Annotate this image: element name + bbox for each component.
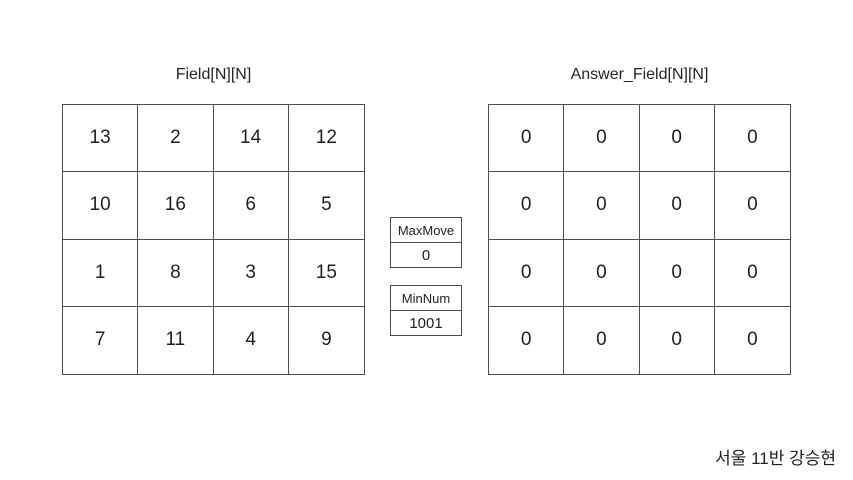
answer-cell-0-2: 0 — [639, 105, 715, 173]
field-cell-3-2: 4 — [214, 306, 289, 374]
field-cell-0-1: 2 — [138, 105, 214, 173]
field-cell-0-3: 12 — [288, 105, 364, 173]
answer-cell-2-2: 0 — [639, 239, 715, 307]
field-cell-2-0: 1 — [63, 239, 139, 307]
answer-cell-2-3: 0 — [714, 240, 790, 307]
answer-cell-0-1: 0 — [564, 105, 640, 173]
maxmove-label: MaxMove — [391, 218, 461, 243]
field-cell-2-1: 8 — [138, 239, 214, 307]
minnum-value: 1001 — [409, 314, 443, 332]
author-signature: 서울 11반 강승현 — [715, 449, 836, 468]
answer-cell-1-2: 0 — [639, 172, 715, 240]
answer-cell-2-1: 0 — [564, 239, 640, 307]
minnum-label: MinNum — [391, 286, 461, 311]
answer-cell-1-1: 0 — [564, 172, 640, 240]
field-cell-3-3: 9 — [321, 329, 332, 351]
answer-cell-1-3: 0 — [714, 172, 790, 240]
answer-grid-title: Answer_Field[N][N] — [570, 66, 709, 83]
answer-cell-2-0: 0 — [489, 239, 565, 307]
field-cell-1-2: 6 — [213, 172, 289, 240]
field-cell-2-3: 15 — [288, 240, 364, 307]
minnum-variable-box: MinNum 1001 — [390, 285, 462, 336]
field-cell-2-2: 3 — [213, 239, 289, 307]
maxmove-variable-box: MaxMove 0 — [390, 217, 462, 268]
field-cell-0-2: 14 — [213, 105, 289, 173]
answer-cell-1-0: 0 — [489, 172, 565, 240]
field-grid-title: Field[N][N] — [175, 66, 252, 83]
field-cell-1-1: 16 — [138, 172, 214, 240]
field-cell-0-0: 13 — [63, 105, 139, 173]
answer-cell-0-3: 0 — [714, 105, 790, 173]
answer-cell-3-0: 0 — [489, 306, 565, 374]
answer-grid: 0 0 0 0 0 0 0 0 0 0 0 0 0 0 0 0 — [488, 104, 791, 375]
answer-cell-0-0: 0 — [489, 105, 565, 173]
field-cell-1-3: 5 — [288, 172, 364, 240]
field-cell-1-0: 10 — [63, 172, 139, 240]
answer-cell-3-1: 0 — [564, 306, 640, 374]
answer-cell-3-2: 0 — [640, 306, 715, 374]
answer-cell-3-3: 0 — [747, 329, 758, 351]
field-cell-3-0: 7 — [63, 306, 139, 374]
field-grid: 13 2 14 12 10 16 6 5 1 8 3 15 7 11 4 9 — [62, 104, 365, 375]
field-cell-3-1: 11 — [138, 306, 214, 374]
maxmove-value: 0 — [421, 246, 431, 264]
